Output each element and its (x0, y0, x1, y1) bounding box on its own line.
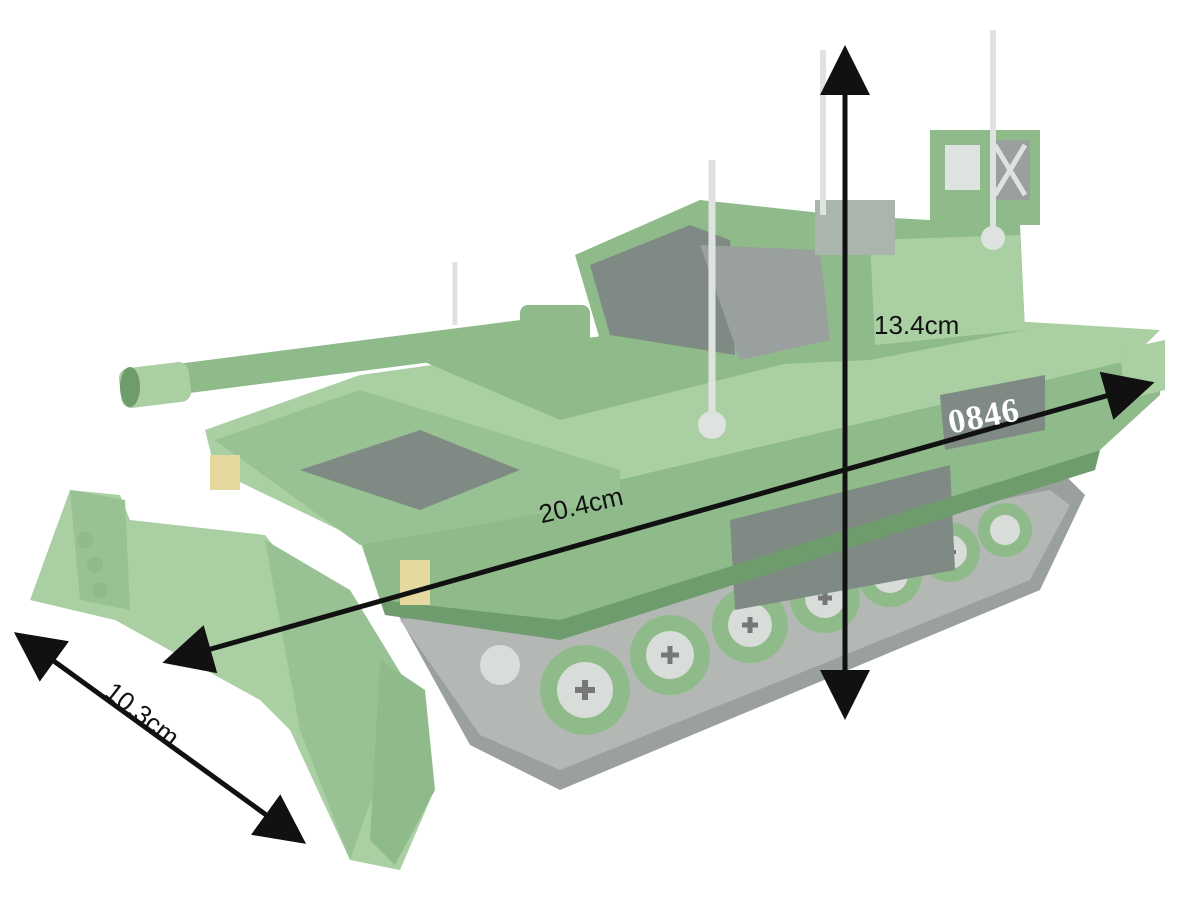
length-arrow (162, 371, 1155, 674)
road-wheel (466, 631, 534, 699)
road-wheel (630, 615, 710, 695)
dimension-arrows (13, 44, 1155, 844)
road-wheel (540, 645, 630, 735)
tank-turret (575, 130, 1040, 365)
road-wheel (978, 503, 1032, 557)
width-arrow (13, 632, 307, 844)
height-label: 13.4cm (874, 310, 960, 340)
